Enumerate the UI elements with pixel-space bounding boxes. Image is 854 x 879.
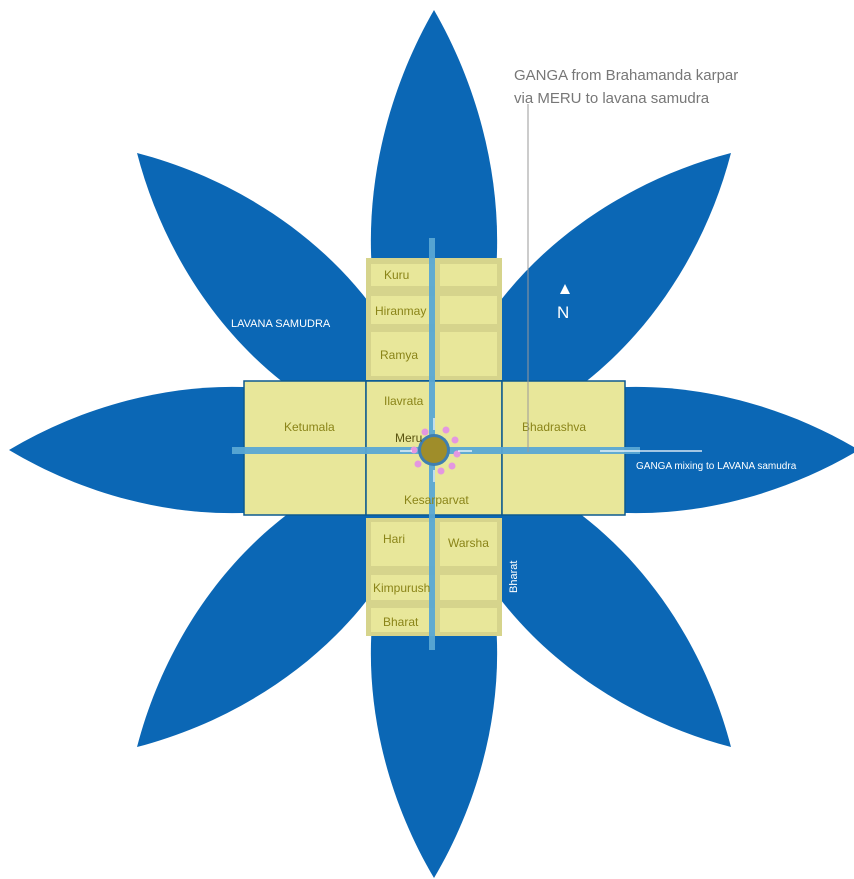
arrow-up-icon	[560, 284, 570, 294]
ramya-block-right	[440, 332, 497, 376]
north-label: N	[557, 303, 569, 322]
lotus-dot	[442, 426, 450, 434]
ganga-source-line2: via MERU to lavana samudra	[514, 90, 710, 107]
petal-northwest	[137, 153, 434, 450]
kuru-block-left	[371, 264, 435, 286]
lotus-dot	[437, 467, 445, 475]
bharat-block-left	[371, 608, 435, 632]
kimpurush-block-left	[371, 575, 435, 600]
label-kesarparvat: Kesarparvat	[404, 493, 469, 507]
meru-mountain	[400, 418, 472, 482]
kimpurush-block-right	[440, 575, 497, 600]
hari-block	[371, 522, 435, 566]
region-labels: Kuru Hiranmay Ramya Ilavrata Ketumala Bh…	[284, 268, 586, 629]
label-ilavrata: Ilavrata	[384, 394, 424, 408]
lotus-dot	[421, 428, 429, 436]
label-warsha: Warsha	[448, 536, 489, 550]
lotus-dot	[451, 436, 459, 444]
label-ketumala: Ketumala	[284, 420, 335, 434]
lotus-dot	[414, 460, 422, 468]
label-bharat-vertical: Bharat	[508, 561, 520, 593]
label-ramya: Ramya	[380, 348, 418, 362]
petal-northeast	[434, 153, 731, 450]
hiranmay-block-right	[440, 296, 497, 324]
label-kuru: Kuru	[384, 268, 409, 282]
warsha-block	[440, 522, 497, 566]
kuru-block-right	[440, 264, 497, 286]
hiranmay-block-left	[371, 296, 435, 324]
lotus-dot	[453, 450, 461, 458]
petal-southwest	[137, 450, 434, 747]
label-hiranmay: Hiranmay	[375, 304, 426, 318]
label-bharat-south: Bharat	[383, 615, 419, 629]
ganga-mixing-label: GANGA mixing to LAVANA samudra	[636, 461, 797, 472]
meru-core	[421, 437, 447, 463]
label-bhadrashva: Bhadrashva	[522, 420, 586, 434]
north-indicator: N	[557, 284, 570, 322]
ocean-label: LAVANA SAMUDRA	[231, 318, 331, 330]
bharat-block-right	[440, 608, 497, 632]
label-meru: Meru	[395, 431, 422, 445]
label-kimpurush: Kimpurush	[373, 581, 430, 595]
label-hari: Hari	[383, 532, 405, 546]
lotus-dot	[448, 462, 456, 470]
lotus-dot	[410, 446, 418, 454]
ganga-source-line1: GANGA from Brahamanda karpar	[514, 67, 738, 84]
ramya-block-left	[371, 332, 435, 376]
petal-southeast	[434, 450, 731, 747]
river-arrows	[400, 418, 472, 482]
